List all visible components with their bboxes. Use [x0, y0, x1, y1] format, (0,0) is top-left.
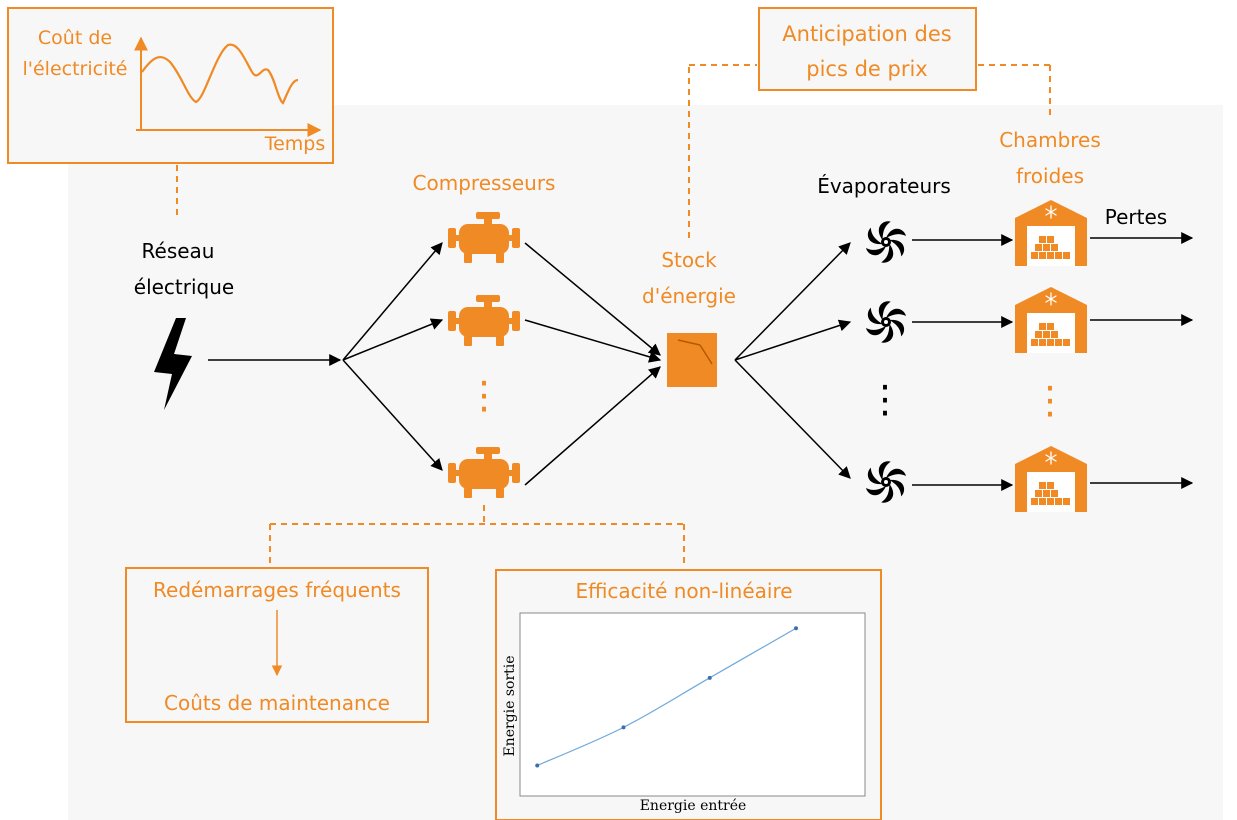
cold-rooms-label-line2: froides — [1016, 164, 1084, 188]
compressor-n-to-storage-arrow — [524, 366, 661, 486]
cost-ylabel-line2: l'électricité — [22, 58, 127, 80]
chart-point — [621, 725, 626, 730]
chart-ylabel: Energie sortie — [502, 655, 518, 756]
cold-rooms-ellipsis: ⋮ — [1031, 378, 1069, 422]
compressors-ellipsis: ⋮ — [465, 373, 503, 417]
storage-to-anticipation-connector — [688, 64, 1051, 238]
grid-label-line2: électrique — [134, 275, 234, 299]
chart-plot-area — [519, 612, 866, 797]
chart-point — [535, 763, 540, 768]
chart-points — [535, 626, 798, 768]
grid-label-line1: Réseau — [142, 239, 215, 263]
junction-to-compressor-2-arrow — [342, 318, 444, 361]
chart-point — [707, 675, 712, 680]
efficiency-title: Efficacité non-linéaire — [575, 579, 792, 603]
lightning-bolt-icon — [154, 318, 192, 410]
evaporators-label: Évaporateurs — [817, 174, 951, 198]
restarts-bottom-label: Coûts de maintenance — [164, 691, 390, 715]
cost-curve — [141, 43, 299, 105]
cost-xlabel: Temps — [264, 133, 326, 155]
compressor-1-to-storage-arrow — [524, 242, 661, 356]
storage-to-evaporator-n-arrow — [734, 359, 851, 479]
efficiency-box: Efficacité non-linéaire Energie entrée E… — [495, 569, 882, 820]
anticipation-line2: pics de prix — [806, 57, 927, 81]
chart-xlabel: Energie entrée — [640, 798, 747, 814]
storage-label-line2: d'énergie — [642, 284, 736, 308]
evaporators-ellipsis: ⋮ — [866, 377, 904, 421]
compressor-2-to-storage-arrow — [524, 319, 662, 363]
compressor-issues-connector — [269, 505, 685, 568]
chart-series-line — [537, 627, 797, 767]
cold-rooms-label-line1: Chambres — [999, 128, 1101, 152]
storage-to-evaporator-1-arrow — [734, 242, 851, 361]
anticipation-line1: Anticipation des — [782, 22, 951, 46]
storage-tank-icon — [667, 333, 717, 387]
electricity-cost-box: Coût de l'électricité Temps — [7, 7, 334, 164]
junction-to-compressor-1-arrow — [342, 242, 443, 361]
restarts-top-label: Redémarrages fréquents — [153, 578, 401, 602]
storage-label-line1: Stock — [661, 248, 717, 272]
chart-point — [794, 626, 798, 631]
junction-to-compressor-n-arrow — [342, 359, 443, 471]
anticipation-box: Anticipation des pics de prix — [758, 7, 977, 91]
cost-ylabel-line1: Coût de — [38, 27, 112, 49]
efficiency-chart: Energie entrée Energie sortie — [502, 612, 866, 814]
losses-label: Pertes — [1105, 205, 1167, 229]
storage-to-evaporator-2-arrow — [734, 319, 852, 361]
compressors-label: Compresseurs — [413, 171, 556, 195]
restarts-box: Redémarrages fréquents Coûts de maintena… — [125, 567, 429, 723]
